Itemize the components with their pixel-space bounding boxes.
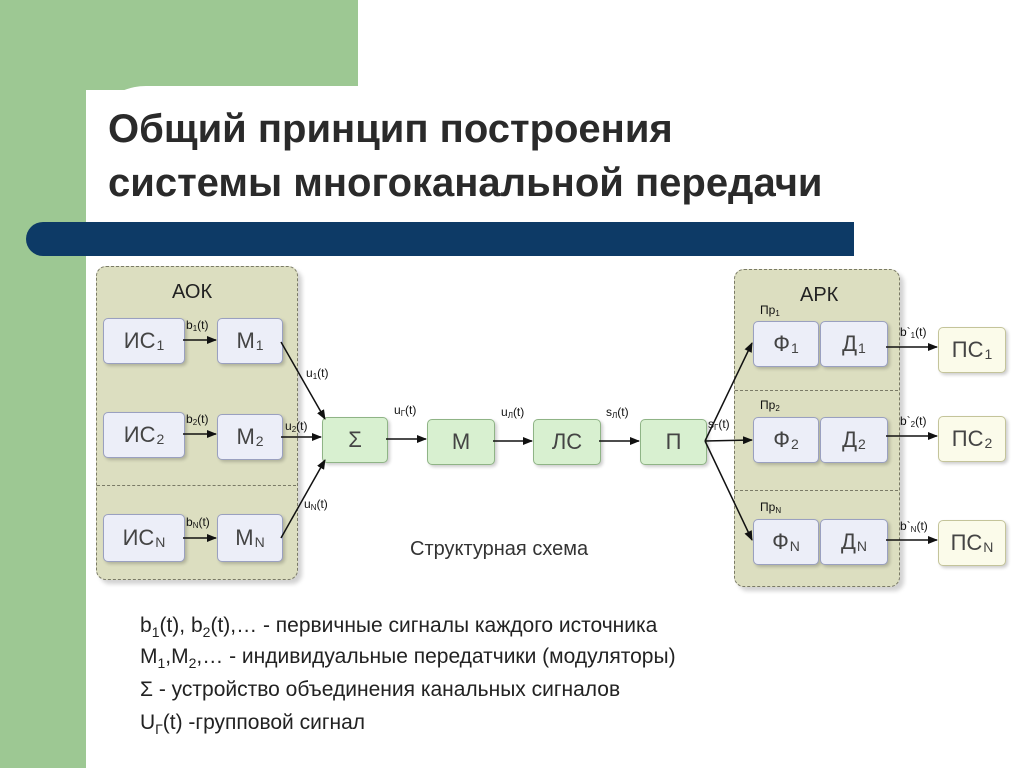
legend-line-2: M1,M2,… - индивидуальные передатчики (мо… (140, 645, 676, 672)
group-modulator-box: М (427, 419, 495, 465)
branch-label-pr1: Пр1 (760, 303, 780, 318)
sum-box: Σ (322, 417, 388, 463)
signal-label-bn: bN(t) (186, 515, 210, 530)
title-underline-bar (26, 222, 854, 256)
signal-label-sl: sЛ(t) (606, 405, 629, 420)
signal-label-b1: b1(t) (186, 318, 209, 333)
arrow-un (280, 459, 326, 539)
title-line-2: системы многоканальной передачи (108, 161, 823, 205)
ark-divider-2 (735, 490, 898, 491)
signal-label-b2: b2(t) (186, 412, 209, 427)
signal-label-bout1: b`1(t) (900, 325, 927, 340)
branch-label-pr2: Пр2 (760, 398, 780, 413)
slide-title: Общий принцип построения системы многока… (108, 102, 948, 210)
ark-label: АРК (800, 284, 839, 306)
aok-label: АОК (172, 281, 213, 303)
branch-label-prn: ПрN (760, 500, 782, 515)
ark-divider-1 (735, 390, 898, 391)
signal-label-ul: uЛ(t) (501, 405, 525, 420)
receiver-box: П (640, 419, 707, 465)
legend-line-3: Σ - устройство объединения канальных сиг… (140, 678, 621, 701)
signal-label-u1: u1(t) (306, 366, 329, 381)
signal-label-ug: uГ(t) (394, 403, 417, 418)
signal-label-sg: sГ(t) (708, 417, 730, 432)
signal-label-un: uN(t) (304, 497, 328, 512)
title-line-1: Общий принцип построения (108, 107, 673, 151)
aok-divider (97, 485, 296, 486)
signal-label-bout2: b`2(t) (900, 414, 927, 429)
legend-line-1: b1(t), b2(t),… - первичные сигналы каждо… (140, 614, 658, 641)
diagram-caption: Структурная схема (410, 538, 589, 560)
arrow-fn (704, 440, 753, 541)
signal-label-u2: u2(t) (285, 419, 308, 434)
arrow-u1 (280, 341, 326, 420)
signal-label-boutn: b`N(t) (900, 519, 928, 534)
line-link-box: ЛС (533, 419, 601, 465)
decor-green-strip (0, 0, 86, 768)
arrow-f2 (704, 436, 753, 445)
legend-line-4: UГ(t) -групповой сигнал (140, 711, 366, 738)
arrow-f1 (704, 342, 753, 442)
